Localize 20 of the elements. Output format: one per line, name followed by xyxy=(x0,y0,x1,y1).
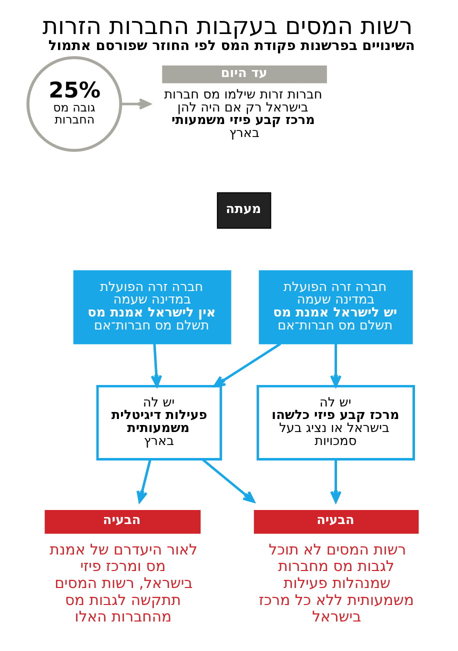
arrow xyxy=(330,344,342,388)
node-label: חברות זרות שילמו מס חברות בישראל רק אם היה להן מרכז קבע פיזי משמעותי בארץ xyxy=(164,87,322,141)
arrow xyxy=(136,458,152,503)
arrow xyxy=(213,342,282,388)
node-label: לאור היעדרם של אמנת מס ומרכז פיזי בישראל, רשות המסים תתקשה לגבות מס מהחברות האלו xyxy=(50,541,198,626)
arrow xyxy=(202,458,255,503)
caption: השינויים בפרשנות פקודת המס לפי החוזר שפורסם אתמול xyxy=(48,38,415,54)
node-label: רשות המסים לא תוכל לגבות מס מחברות שמנהלות פעילות משמעותית ללא כל מרכז בישראל xyxy=(258,541,414,626)
arrow xyxy=(150,344,162,388)
node-box: הבעיה xyxy=(254,510,419,534)
node-box: עד היום xyxy=(162,66,327,84)
node-box: מעתה xyxy=(216,192,272,229)
node-box: יש לה פעילות דיגיטלית משמעותית בארץ xyxy=(96,384,222,460)
node-box: הבעיה xyxy=(44,510,201,534)
diagram-title: רשות המסים בעקבות החברות הזרות xyxy=(42,12,413,40)
node-box: חברה זרה הפועלת במדינה שעמה יש לישראל אמנת מס תשלם מס חברות־אם xyxy=(258,270,413,344)
node-box: חברה זרה הפועלת במדינה שעמה אין לישראל אמנת מס תשלם מס חברות־אם xyxy=(73,270,232,344)
node-box: יש לה מרכז קבע פיזי כלשהו בישראל או נציג בעל סמכויות xyxy=(256,384,415,460)
arrow xyxy=(120,98,151,110)
arrow xyxy=(330,459,342,503)
